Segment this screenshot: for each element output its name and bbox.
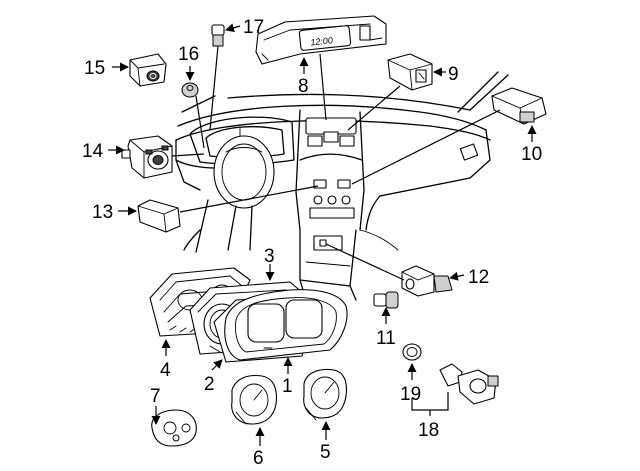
callout-11: 11 (376, 328, 396, 349)
callout-18: 18 (418, 420, 439, 441)
part-14-mirror-switch (121, 135, 173, 179)
dashboard-illustration (175, 71, 509, 301)
part-5-gauge (303, 368, 348, 421)
part-7-gauge-back (151, 409, 197, 447)
callout-16: 16 (178, 44, 199, 65)
part-9-switch (387, 53, 433, 91)
callout-6: 6 (253, 448, 264, 469)
callout-2: 2 (204, 374, 215, 395)
part-15-switch (129, 53, 167, 87)
part-17-bulb (211, 24, 225, 47)
callout-labels: 17 16 15 8 9 10 14 13 12 3 11 4 2 1 19 7… (82, 17, 542, 469)
callout-19: 19 (400, 384, 421, 405)
callout-14: 14 (82, 141, 104, 162)
callout-13: 13 (92, 202, 113, 223)
part-1-cluster-assembly (224, 289, 348, 361)
part-8-clock-display: 12:00 (255, 15, 387, 65)
callout-1: 1 (282, 376, 293, 397)
part-6-gauge (231, 374, 278, 425)
part-16-plug (181, 82, 199, 98)
part-10-relay (491, 87, 547, 125)
part-12-ignition-switch (401, 265, 453, 297)
callout-9: 9 (448, 64, 459, 85)
callout-8: 8 (298, 76, 309, 97)
callout-4: 4 (160, 360, 171, 381)
part-11-bulb-holder (373, 291, 399, 309)
callout-7: 7 (150, 386, 161, 407)
clock-display-text: 12:00 (310, 35, 333, 47)
callout-10: 10 (521, 144, 542, 165)
callout-17: 17 (243, 17, 264, 38)
callout-5: 5 (320, 442, 331, 463)
leader-lines (108, 23, 537, 446)
callout-3: 3 (264, 246, 275, 267)
callout-12: 12 (468, 267, 489, 288)
part-19-o-ring (402, 343, 422, 361)
callout-15: 15 (84, 58, 105, 79)
part-18-combination-switch (439, 363, 499, 405)
part-13-relay (137, 199, 181, 233)
